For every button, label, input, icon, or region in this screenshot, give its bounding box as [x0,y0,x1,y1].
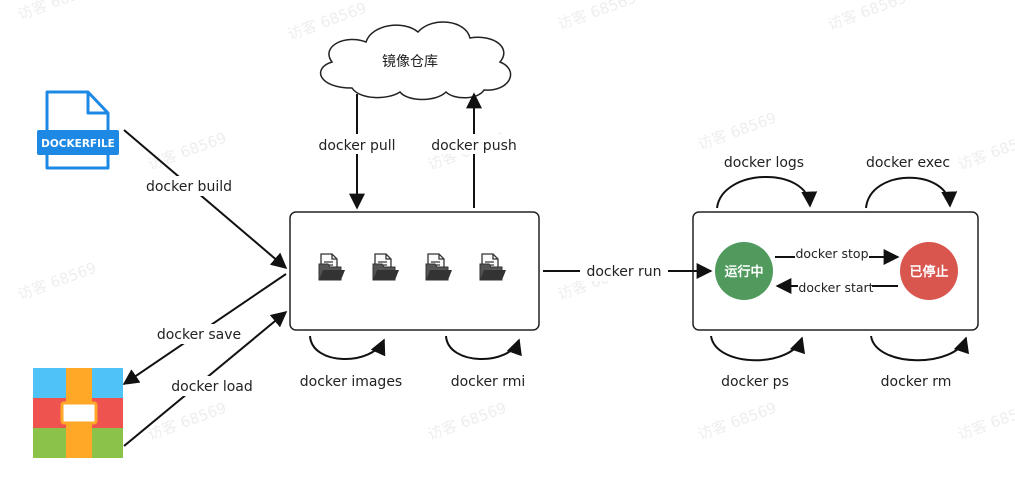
images-box [289,211,540,331]
label-docker-stop: docker stop [795,246,868,261]
running-label: 运行中 [724,264,763,280]
label-docker-exec: docker exec [866,155,950,171]
watermark-text: 访客 68569 [555,0,639,34]
running-state [715,242,773,300]
watermark-text: 访客 68569 [285,0,369,44]
dockerfile-badge [37,130,119,155]
label-docker-start: docker start [798,280,873,295]
stopped-state [900,242,958,300]
watermark-text: 访客 68569 [955,399,1015,444]
label-docker-logs: docker logs [724,155,804,171]
label-docker-save: docker save [157,327,241,343]
label-docker-build: docker build [146,179,232,195]
stopped-label: 已停止 [909,264,948,280]
registry-label: 镜像仓库 [382,54,438,70]
command-labels: docker pull docker push docker build doc… [140,134,951,396]
watermark-text: 访客 68569 [15,259,99,304]
label-docker-rm: docker rm [881,374,952,390]
watermark-text: 访客 68569 [145,129,229,174]
archive-file-icon [33,368,123,458]
watermark-text: 访客 68569 [955,129,1015,174]
label-docker-run: docker run [586,264,661,280]
label-docker-push: docker push [431,138,517,154]
watermark-text: 访客 68569 [425,399,509,444]
watermark-text: 访客 68569 [695,399,779,444]
watermark-text: 访客 68569 [15,0,99,24]
watermark-text: 访客 68569 [695,109,779,154]
label-docker-pull: docker pull [318,138,395,154]
registry-cloud: 镜像仓库 [319,21,512,101]
label-docker-images: docker images [300,374,402,390]
label-docker-rmi: docker rmi [451,374,526,390]
dockerfile-file-icon: DOCKERFILE [37,90,119,170]
label-docker-load: docker load [171,379,253,395]
label-docker-ps: docker ps [721,374,789,390]
watermark-text: 访客 68569 [145,399,229,444]
watermark-text: 访客 68569 [825,0,909,34]
dockerfile-text: DOCKERFILE [41,138,115,150]
